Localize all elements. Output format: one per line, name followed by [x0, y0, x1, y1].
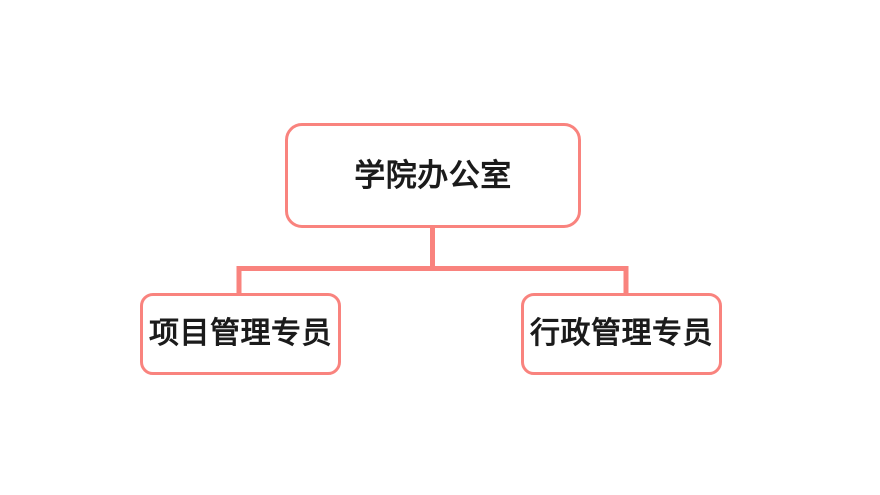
- org-node-root-label: 学院办公室: [354, 158, 512, 193]
- org-node-administrative-management-specialist[interactable]: 行政管理专员: [521, 293, 722, 375]
- org-node-right-label: 行政管理专员: [530, 317, 713, 350]
- org-node-left-label: 项目管理专员: [149, 317, 332, 350]
- org-node-project-management-specialist[interactable]: 项目管理专员: [140, 293, 341, 375]
- org-node-root[interactable]: 学院办公室: [285, 123, 581, 228]
